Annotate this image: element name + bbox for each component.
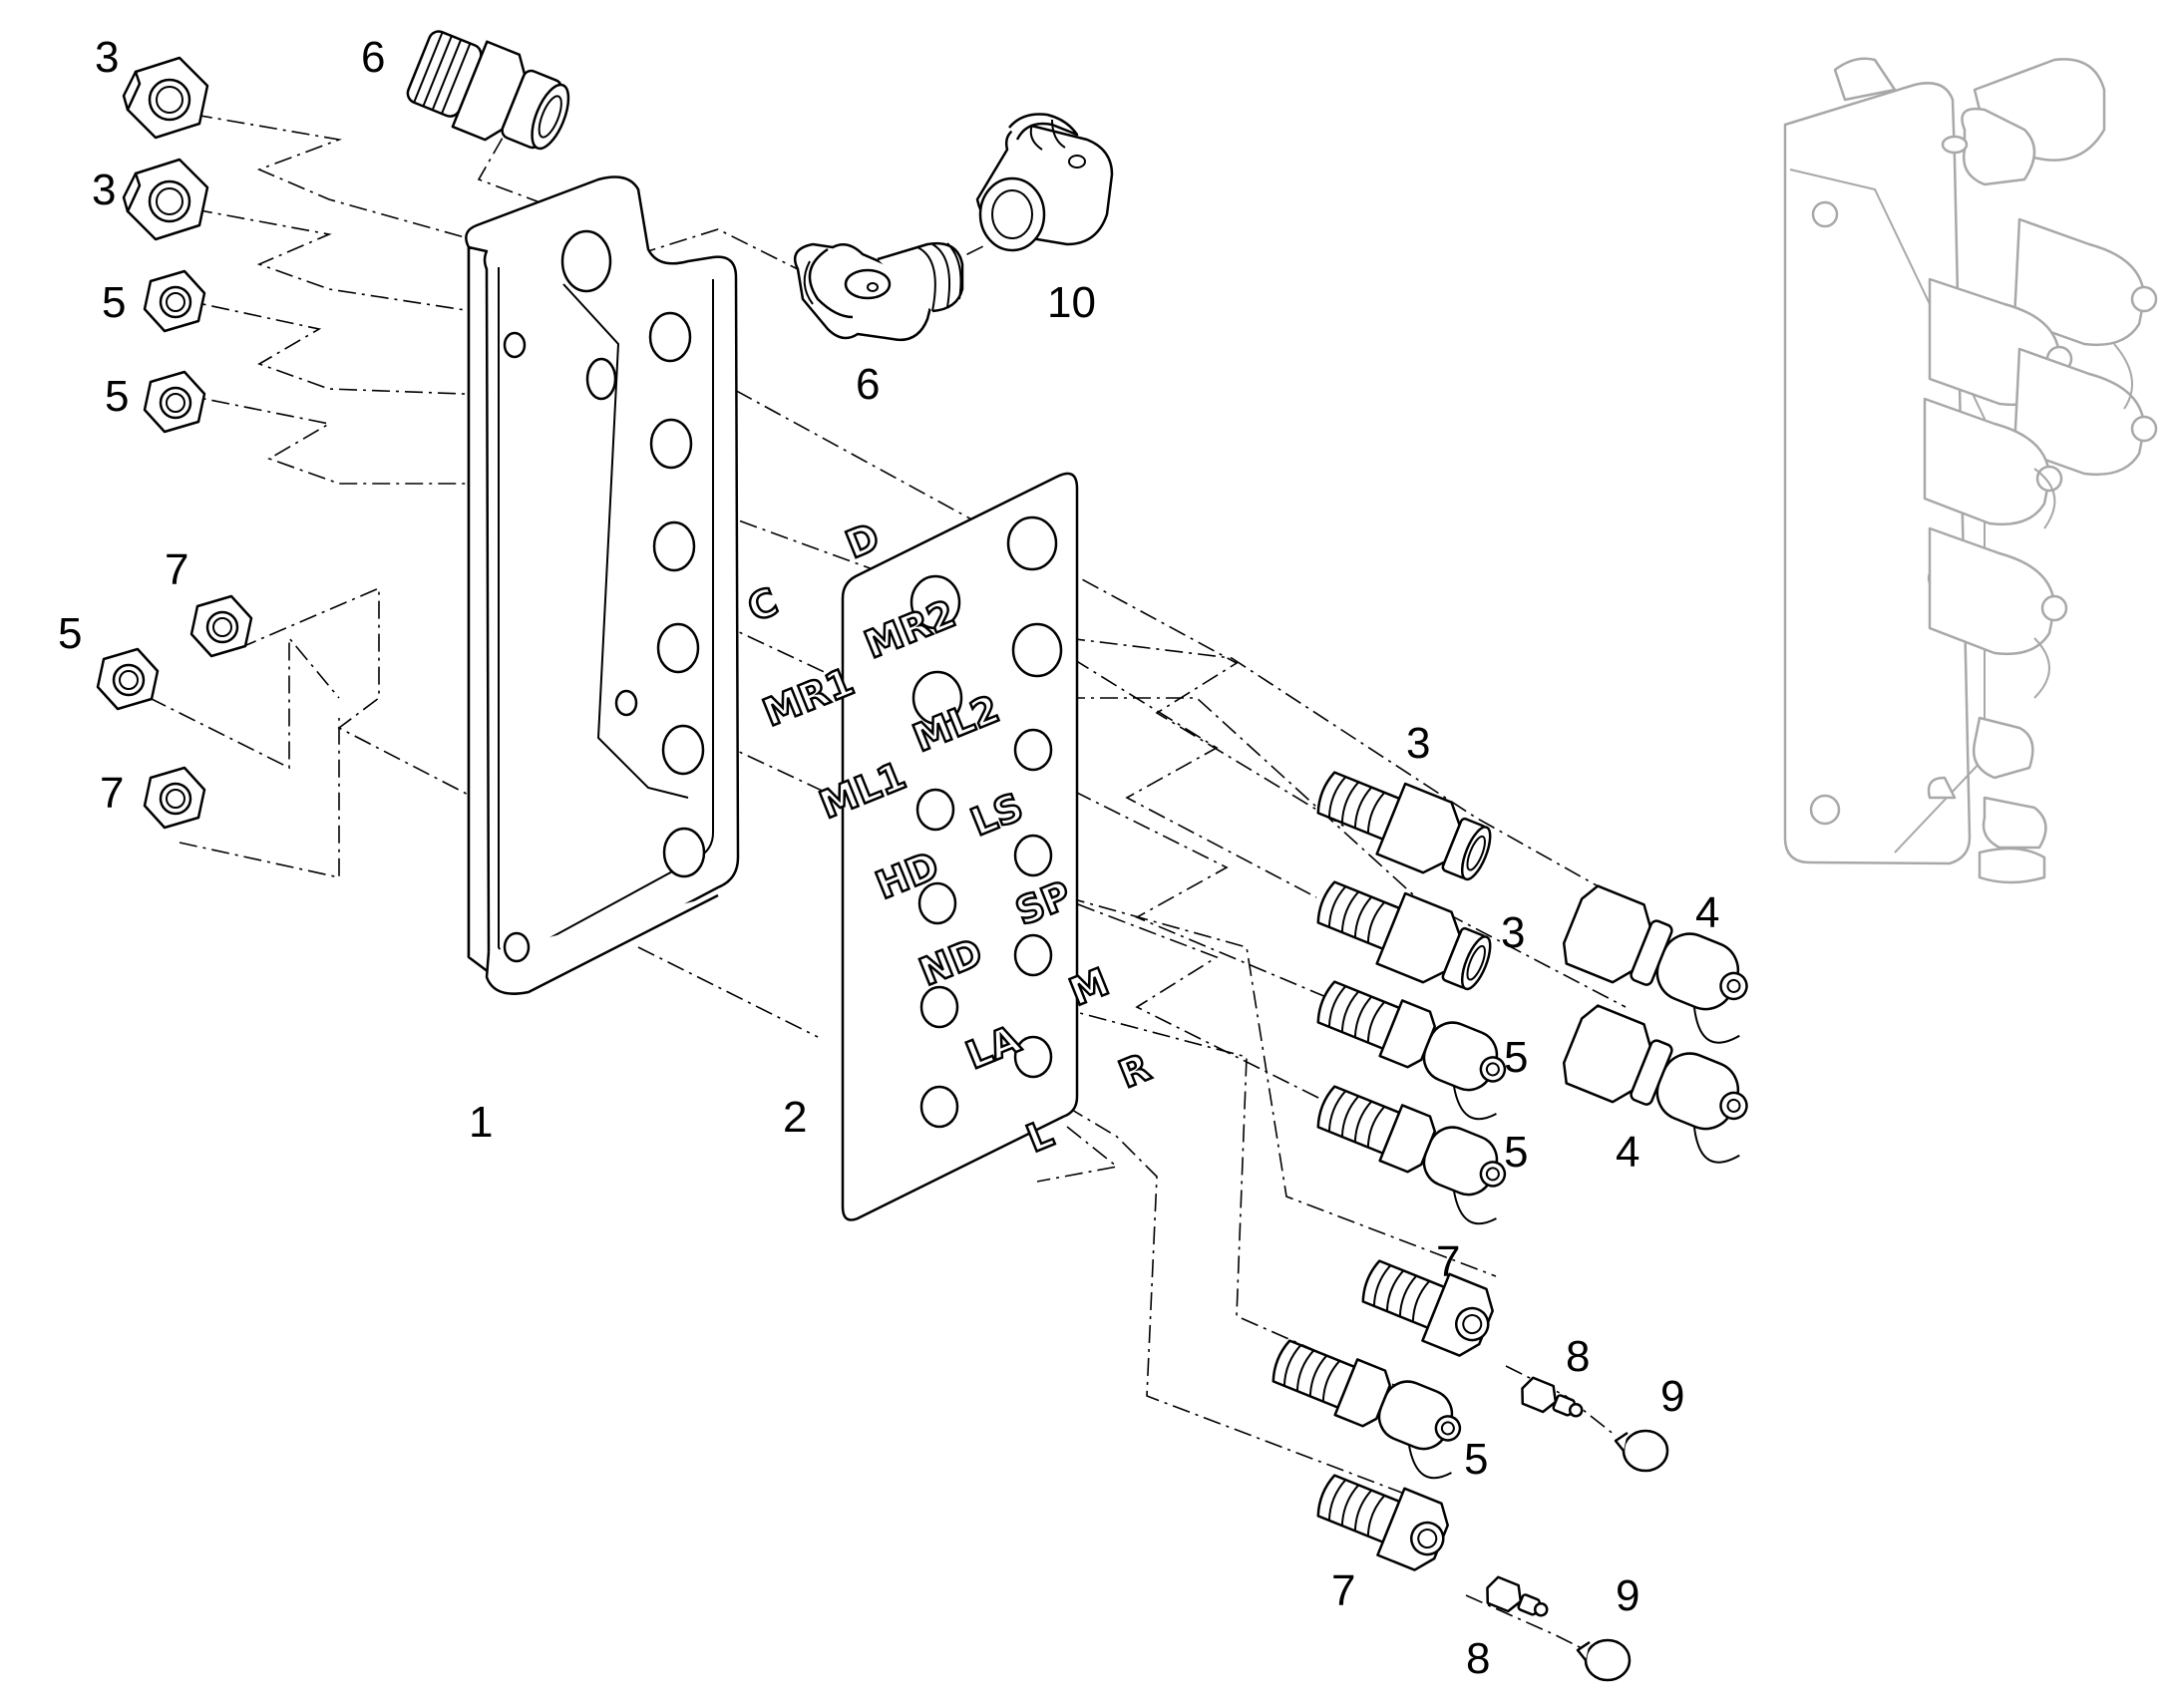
callout-4: 4 <box>1616 1128 1639 1177</box>
label-plate: D C MR2 MR1 ML2 ML1 LS HD SP ND M LA R L <box>740 472 1158 1221</box>
callout-2: 2 <box>783 1093 807 1142</box>
callout-3: 3 <box>95 33 119 82</box>
callout-8: 8 <box>1566 1332 1590 1381</box>
nut-5-upper <box>143 269 206 333</box>
swivel-10 <box>975 113 1114 252</box>
fitting-3-lower <box>1312 878 1492 991</box>
plate-holes <box>909 515 1063 1129</box>
callout-7: 7 <box>100 769 124 818</box>
nipple-8-lower <box>1486 1575 1549 1617</box>
adapter-6-straight <box>406 30 570 151</box>
nut-7-middle <box>189 594 253 658</box>
coupler-5-lower <box>1312 1083 1507 1225</box>
nut-3-top <box>122 56 209 140</box>
callout-10: 10 <box>1047 278 1096 327</box>
callout-6: 6 <box>361 33 385 82</box>
coupler-5-upper <box>1312 978 1507 1121</box>
callout-5: 5 <box>105 372 129 421</box>
cap-9-upper <box>1614 1429 1669 1473</box>
callout-9: 9 <box>1616 1571 1639 1620</box>
callout-5: 5 <box>1504 1033 1528 1082</box>
callout-numbers: 3 6 3 5 5 7 5 7 1 2 10 6 3 3 4 5 5 4 7 8… <box>58 33 1719 1683</box>
nut-7-bottom <box>143 766 206 830</box>
fitting-3-upper <box>1312 769 1492 881</box>
plate-label-r: R <box>1113 1045 1157 1097</box>
callout-5: 5 <box>58 609 82 658</box>
coupler-4-upper <box>1562 884 1748 1044</box>
coupler-5-bottom <box>1268 1337 1462 1480</box>
nut-3-second <box>122 158 209 241</box>
callout-9: 9 <box>1660 1372 1684 1421</box>
callout-3: 3 <box>1501 908 1525 957</box>
callout-8: 8 <box>1466 1634 1490 1683</box>
callout-5: 5 <box>1504 1128 1528 1177</box>
callout-1: 1 <box>469 1098 493 1147</box>
nut-5-lower <box>143 370 206 434</box>
callout-4: 4 <box>1695 888 1719 937</box>
callout-6: 6 <box>856 360 880 409</box>
plug-7-lower <box>1312 1472 1449 1571</box>
adapter-6-elbow <box>793 241 964 342</box>
callout-3: 3 <box>92 166 116 214</box>
coupler-4-lower <box>1562 1004 1748 1164</box>
assembled-preview <box>1783 57 2158 884</box>
callout-5: 5 <box>1464 1435 1488 1484</box>
callout-5: 5 <box>102 278 126 327</box>
cap-9-lower <box>1576 1638 1632 1682</box>
callout-7: 7 <box>165 545 188 594</box>
plate-label-c: C <box>742 579 784 630</box>
mounting-bracket <box>465 175 740 995</box>
plug-7-upper <box>1357 1257 1494 1357</box>
plate-label-l: L <box>1020 1111 1059 1161</box>
nipple-8-upper <box>1521 1376 1584 1418</box>
callout-7: 7 <box>1436 1237 1460 1286</box>
callout-7: 7 <box>1331 1566 1355 1615</box>
callout-3: 3 <box>1406 719 1430 768</box>
nut-5-left <box>96 647 160 711</box>
preview-couplers <box>1923 217 2158 884</box>
